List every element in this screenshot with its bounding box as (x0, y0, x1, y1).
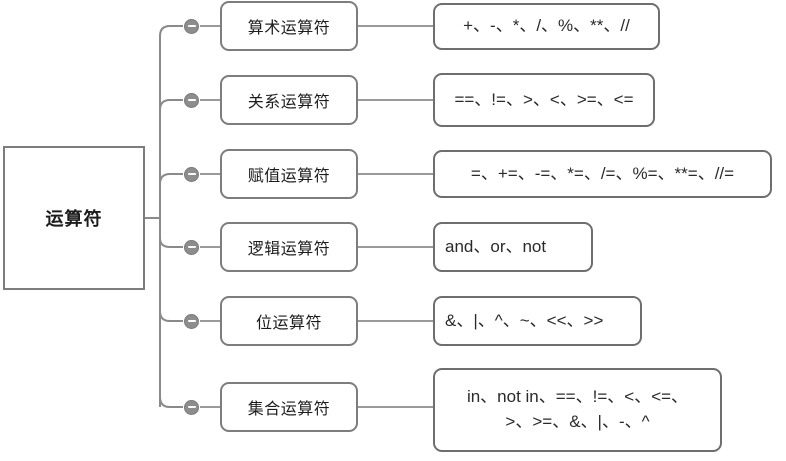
content-node-4-text: and、or、not (445, 236, 547, 256)
branch-node-1[interactable]: 算术运算符 (220, 1, 358, 51)
branch-node-3[interactable]: 赋值运算符 (220, 149, 358, 199)
branch-node-3-label: 赋值运算符 (247, 168, 331, 185)
content-node-3[interactable]: =、+=、-=、*=、/=、%=、**=、//= (433, 150, 772, 198)
content-node-3-text: =、+=、-=、*=、/=、%=、**=、//= (470, 163, 735, 183)
collapse-minus-icon (187, 173, 196, 175)
collapse-minus-icon (187, 25, 196, 27)
content-node-6-line-1: in、not in、==、!=、<、<=、 (466, 387, 689, 407)
branch-line-1 (159, 25, 183, 37)
collapse-toggle-2[interactable] (184, 92, 199, 108)
content-node-4[interactable]: and、or、not (433, 222, 593, 272)
content-node-2-text: ==、!=、>、<、>=、<= (454, 89, 634, 109)
content-node-2[interactable]: ==、!=、>、<、>=、<= (433, 73, 655, 127)
collapse-minus-icon (187, 406, 196, 408)
content-node-5[interactable]: &、|、^、~、<<、>> (433, 296, 642, 346)
branch-node-2[interactable]: 关系运算符 (220, 75, 358, 125)
root-node-label: 运算符 (45, 209, 103, 229)
branch-line-3 (159, 173, 183, 185)
branch-node-6-label: 集合运算符 (247, 401, 331, 418)
collapse-minus-icon (187, 320, 196, 322)
collapse-toggle-5[interactable] (184, 313, 199, 329)
collapse-toggle-3[interactable] (184, 166, 199, 182)
content-node-1-text: +、-、*、/、%、**、// (463, 16, 630, 36)
branch-line-5 (159, 310, 183, 322)
root-node[interactable]: 运算符 (3, 146, 145, 290)
collapse-toggle-6[interactable] (184, 399, 199, 415)
content-node-1[interactable]: +、-、*、/、%、**、// (433, 3, 660, 50)
content-node-5-text: &、|、^、~、<<、>> (445, 310, 604, 330)
branch-node-5[interactable]: 位运算符 (220, 296, 358, 346)
branch-node-4[interactable]: 逻辑运算符 (220, 222, 358, 272)
collapse-toggle-4[interactable] (184, 239, 199, 255)
collapse-minus-icon (187, 99, 196, 101)
content-node-6-text: in、not in、==、!=、<、<=、 >、>=、&、|、-、^ (445, 385, 710, 434)
branch-node-2-label: 关系运算符 (247, 94, 331, 111)
branch-node-1-label: 算术运算符 (247, 20, 331, 37)
branch-line-4 (159, 237, 183, 248)
collapse-toggle-1[interactable] (184, 18, 199, 34)
content-node-6[interactable]: in、not in、==、!=、<、<=、 >、>=、&、|、-、^ (433, 368, 722, 452)
collapse-minus-icon (187, 246, 196, 248)
branch-node-4-label: 逻辑运算符 (247, 241, 331, 258)
content-node-6-line-2: >、>=、&、|、-、^ (505, 412, 650, 431)
branch-node-6[interactable]: 集合运算符 (220, 382, 358, 432)
branch-node-5-label: 位运算符 (255, 315, 322, 332)
branch-line-6 (159, 396, 183, 408)
branch-line-2 (159, 99, 183, 111)
